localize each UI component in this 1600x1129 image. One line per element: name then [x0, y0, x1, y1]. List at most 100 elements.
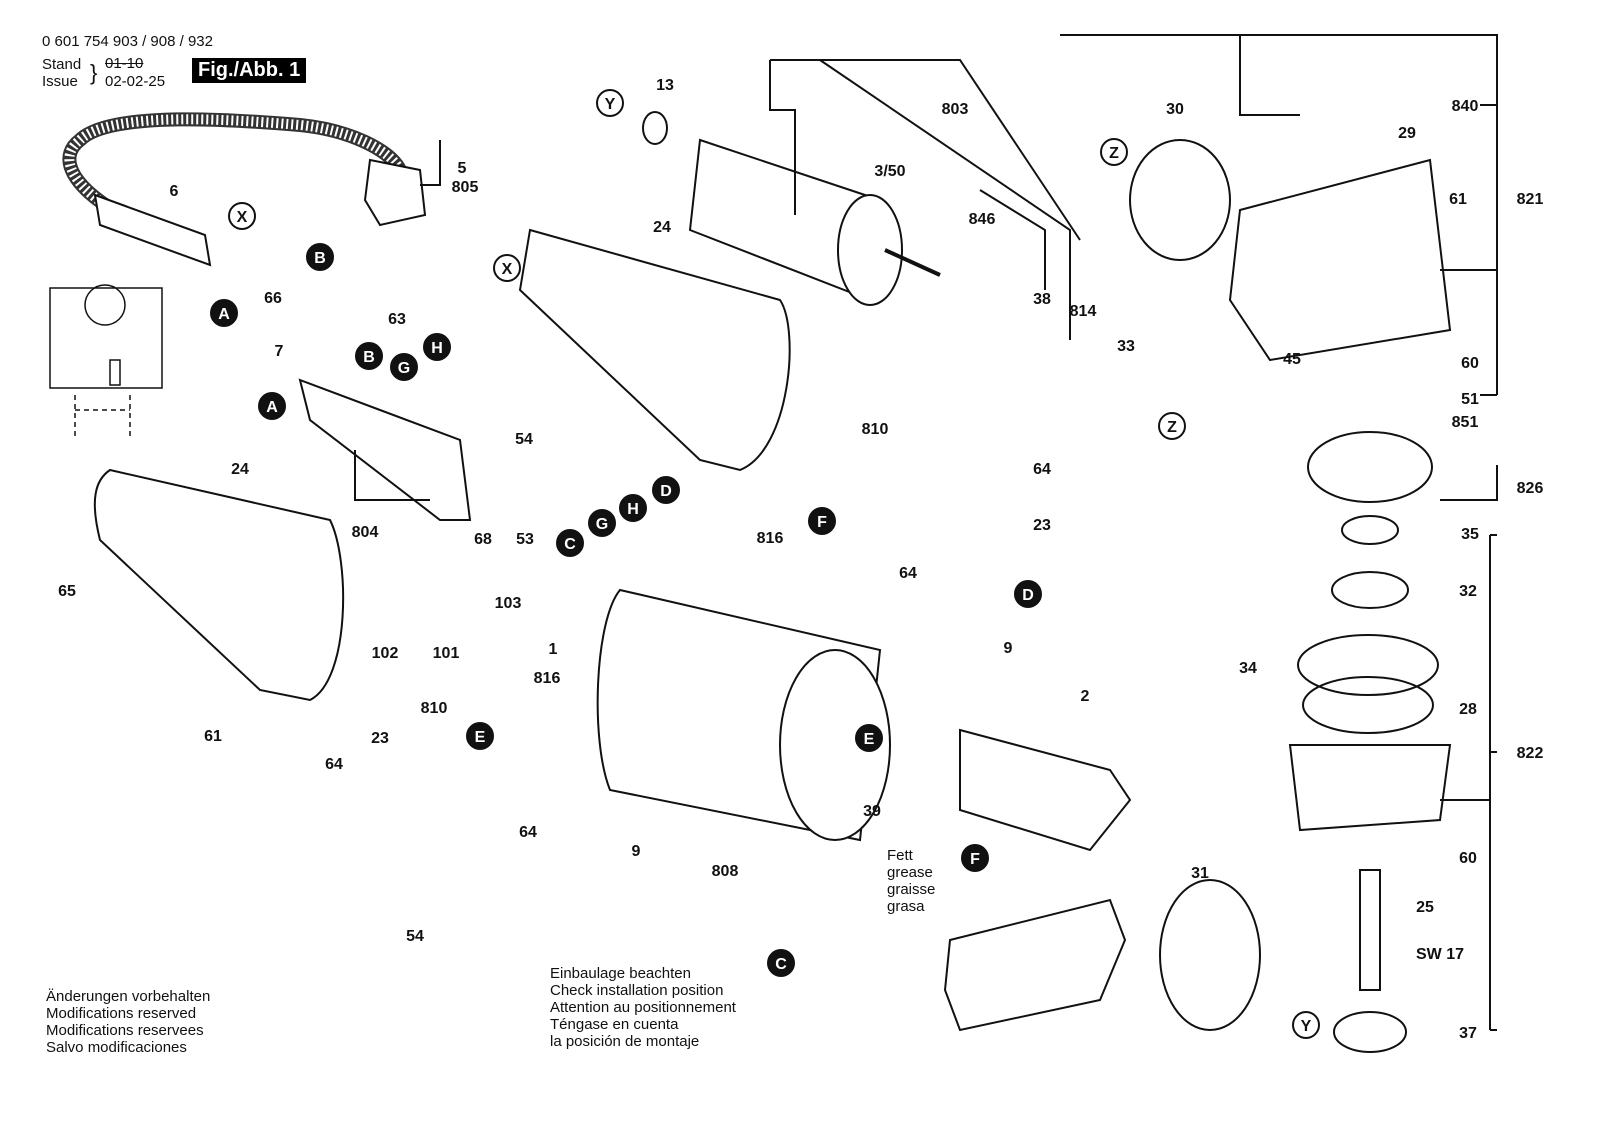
part-label: 102	[372, 645, 399, 662]
part-label: 840	[1452, 98, 1479, 115]
part-label: 25	[1416, 899, 1434, 916]
marker-letter: X	[237, 209, 248, 226]
part-label: 51	[1461, 391, 1479, 408]
note-line: Check installation position	[550, 982, 724, 999]
marker-letter: E	[864, 731, 875, 748]
connection-marker: H	[619, 494, 647, 522]
part-label: 64	[519, 824, 537, 841]
marker-circle	[466, 722, 494, 750]
stand-label: Stand	[42, 56, 82, 73]
part-label: 810	[421, 700, 448, 717]
note-line: Salvo modificaciones	[46, 1039, 187, 1056]
part-label: SW 17	[1416, 946, 1464, 963]
marker-letter: A	[218, 306, 230, 323]
part-label: 816	[534, 670, 561, 687]
field-coil	[959, 728, 1132, 852]
part-label: 9	[1004, 640, 1013, 657]
connection-marker: Y	[1292, 1011, 1320, 1039]
part-label: 6	[170, 183, 179, 200]
part-label: 805	[452, 179, 479, 196]
handle-half-top	[518, 228, 791, 472]
part-label: 821	[1517, 191, 1544, 208]
note-line: Einbaulage beachten	[550, 965, 691, 982]
connection-marker: D	[652, 476, 680, 504]
part-label: 814	[1070, 303, 1097, 320]
grease-en: grease	[887, 864, 933, 881]
marker-letter: H	[431, 340, 443, 357]
marker-letter: B	[314, 250, 326, 267]
marker-circle	[808, 507, 836, 535]
marker-letter: Y	[605, 96, 616, 113]
spindle	[1359, 869, 1381, 991]
marker-circle	[556, 529, 584, 557]
part-label: 65	[58, 583, 76, 600]
marker-letter: D	[1022, 587, 1034, 604]
connection-marker: A	[258, 392, 286, 420]
note-line: Änderungen vorbehalten	[46, 988, 211, 1005]
note-line: Téngase en cuenta	[550, 1016, 679, 1033]
part-label: 66	[264, 290, 282, 307]
part-label: 816	[757, 530, 784, 547]
connection-marker: Z	[1158, 412, 1186, 440]
part-label: 803	[942, 101, 969, 118]
part-label: 101	[433, 645, 460, 662]
part-label: 3/50	[874, 163, 905, 180]
part-label: 1	[549, 641, 558, 658]
part-label: 23	[371, 730, 389, 747]
bearing-13	[642, 111, 668, 145]
connection-marker: Z	[1100, 138, 1128, 166]
marker-letter: F	[970, 851, 980, 868]
connection-marker: G	[588, 509, 616, 537]
note-line: la posición de montaje	[550, 1033, 700, 1050]
part-label: 808	[712, 863, 739, 880]
gear-housing	[1228, 158, 1452, 362]
marker-circle	[355, 342, 383, 370]
connection-marker: F	[808, 507, 836, 535]
guard-31	[1159, 879, 1261, 1031]
marker-letter: E	[475, 729, 486, 746]
marker-letter: Z	[1167, 419, 1177, 436]
part-label: 810	[862, 421, 889, 438]
connection-marker: D	[1014, 580, 1042, 608]
marker-letter: D	[660, 483, 672, 500]
connection-marker: X	[493, 254, 521, 282]
part-label: 23	[1033, 517, 1051, 534]
stand-value: 01-10	[105, 55, 144, 72]
part-label: 846	[969, 211, 996, 228]
cord-sleeve	[93, 193, 212, 267]
bevel-gear	[1129, 139, 1231, 261]
marker-circle	[1100, 138, 1128, 166]
retaining-ring	[1297, 634, 1439, 696]
part-label: 60	[1461, 355, 1479, 372]
part-label: 34	[1239, 660, 1257, 677]
connection-marker: Y	[596, 89, 624, 117]
marker-circle	[596, 89, 624, 117]
note-line: Attention au positionnement	[550, 999, 736, 1016]
part-label: 60	[1459, 850, 1477, 867]
switch	[298, 378, 472, 521]
part-label: 54	[515, 431, 533, 448]
bracket-lines	[354, 34, 1498, 1031]
grease-fr: graisse	[887, 881, 935, 898]
marker-circle	[767, 949, 795, 977]
marker-circle	[1158, 412, 1186, 440]
handle-half-bottom	[93, 468, 345, 702]
brace: }	[90, 60, 98, 85]
part-label: 31	[1191, 865, 1209, 882]
grease-de: Fett	[887, 847, 914, 864]
marker-letter: Z	[1109, 145, 1119, 162]
connection-marker: X	[228, 202, 256, 230]
marker-circle	[228, 202, 256, 230]
part-label: 54	[406, 928, 424, 945]
note-line: Modifications reservees	[46, 1022, 204, 1039]
marker-circle	[1014, 580, 1042, 608]
part-label: 63	[388, 311, 406, 328]
marker-letter: X	[502, 261, 513, 278]
connection-marker: C	[767, 949, 795, 977]
connection-marker: A	[210, 299, 238, 327]
part-label: 804	[352, 524, 379, 541]
modifications-note: Änderungen vorbehalten Modifications res…	[46, 988, 210, 1056]
